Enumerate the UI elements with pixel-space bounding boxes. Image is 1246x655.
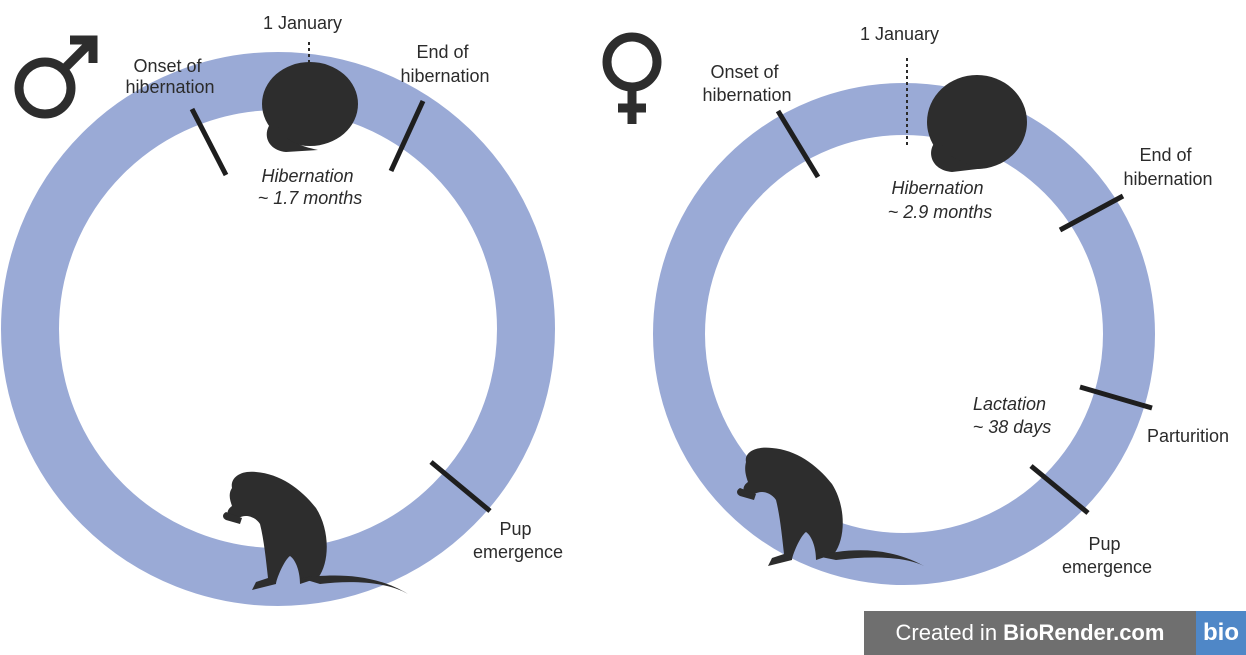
female-pup-label: Pup emergence [1062,534,1152,577]
female-onset-label: Onset of hibernation [702,62,791,105]
male-end-label: End of hibernation [400,42,489,86]
female-parturition-label: Parturition [1147,426,1229,446]
biorender-credit-badge[interactable]: Created in BioRender.com bio [864,611,1246,655]
female-january-label: 1 January [860,24,939,44]
female-cycle: 1 January Onset of hibernation End of hi… [607,24,1229,577]
female-end-label: End of hibernation [1123,145,1212,189]
female-hibernation-label: Hibernation ~ 2.9 months [888,178,993,222]
male-hibernating-squirrel-icon [262,62,358,152]
male-hibernation-label: Hibernation ~ 1.7 months [258,166,363,208]
male-cycle: 1 January Onset of hibernation End of hi… [19,13,563,594]
credit-prefix: Created in [896,620,998,646]
credit-text: Created in BioRender.com [864,611,1196,655]
female-lactation-label: Lactation ~ 38 days [973,394,1052,437]
biorender-logo-icon: bio [1196,611,1246,655]
male-january-label: 1 January [263,13,342,33]
female-symbol-icon [607,37,657,124]
male-symbol-icon [19,40,93,114]
male-onset-label: Onset of hibernation [125,56,214,97]
male-pup-label: Pup emergence [473,519,563,562]
credit-brand: BioRender.com [1003,620,1164,646]
